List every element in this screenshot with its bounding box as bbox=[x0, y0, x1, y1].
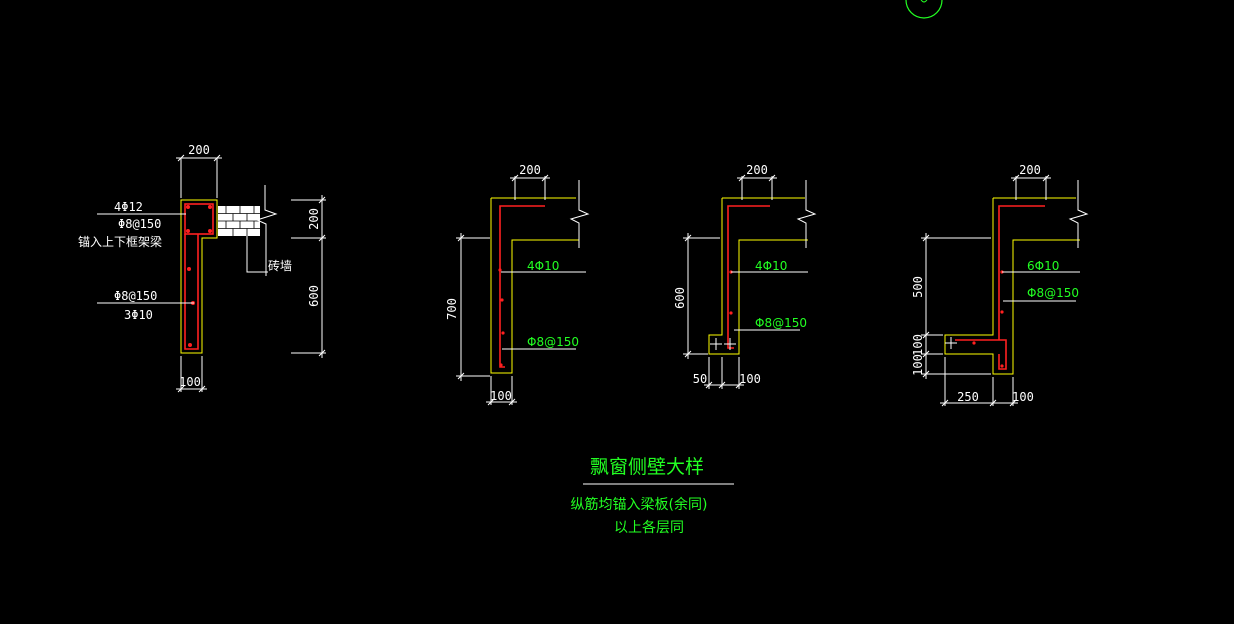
detail-1-wall-outline bbox=[180, 199, 218, 354]
detail-1-break-line bbox=[255, 185, 278, 276]
detail-1-bar bbox=[188, 343, 192, 347]
detail-2-dim-top-text: 200 bbox=[519, 163, 541, 177]
detail-4-dim-top-text: 200 bbox=[1019, 163, 1041, 177]
axis-bubble bbox=[905, 0, 943, 19]
detail-1-label-stirrup: Φ8@150 bbox=[118, 217, 161, 231]
detail-3-dim-top-text: 200 bbox=[746, 163, 768, 177]
detail-3-dim-top bbox=[737, 174, 777, 200]
detail-4-bar bbox=[1000, 310, 1004, 314]
detail-3-wall-outline bbox=[708, 197, 808, 355]
detail-1-tie bbox=[184, 234, 199, 350]
detail-1-brick-leader bbox=[246, 236, 268, 273]
detail-4-dim-bottom-left-text: 250 bbox=[957, 390, 979, 404]
detail-3-dim-left-text: 600 bbox=[673, 287, 687, 309]
detail-4-cross-bar bbox=[945, 337, 957, 349]
detail-4: 200 500 100 100 250 100 6Φ10 Φ8@150 bbox=[911, 163, 1089, 407]
detail-1-label-anchor-note: 锚入上下框架梁 bbox=[78, 234, 162, 249]
detail-3-bar bbox=[729, 311, 733, 315]
detail-1-dim-bottom-text: 100 bbox=[179, 375, 201, 389]
detail-3-dim-bottom bbox=[704, 357, 744, 389]
detail-4-dim-left-upper-text: 500 bbox=[911, 276, 925, 298]
detail-1-bar bbox=[186, 205, 190, 209]
detail-4-dim-left bbox=[921, 233, 991, 379]
detail-4-bar bbox=[972, 341, 976, 345]
detail-3-dim-bottom-right-text: 100 bbox=[739, 372, 761, 386]
detail-2: 200 700 100 4Φ10 Φ8@150 bbox=[445, 163, 590, 406]
detail-1-dim-right-lower-text: 600 bbox=[307, 285, 321, 307]
detail-1: 200 100 200 600 4Φ12 Φ8@150 锚入上下框架梁 Φ8@1… bbox=[78, 143, 326, 393]
detail-1-stirrup bbox=[184, 203, 214, 235]
detail-3: 200 600 50 100 4Φ10 Φ8@150 bbox=[673, 163, 817, 389]
detail-1-dim-right-upper-text: 200 bbox=[307, 208, 321, 230]
detail-1-bar bbox=[186, 229, 190, 233]
detail-2-dim-top bbox=[510, 174, 550, 200]
detail-2-break-line bbox=[569, 180, 590, 248]
detail-3-label-stirrup: Φ8@150 bbox=[755, 316, 807, 330]
note-line-1: 纵筋均锚入梁板(余同) bbox=[571, 496, 708, 513]
detail-2-bar bbox=[501, 331, 505, 335]
detail-1-label-main-bars: 4Φ12 bbox=[114, 200, 143, 214]
detail-4-break-line bbox=[1068, 180, 1089, 248]
detail-2-dim-bottom bbox=[486, 376, 517, 406]
detail-1-bar bbox=[208, 229, 212, 233]
detail-4-wall-outline bbox=[944, 197, 1080, 375]
detail-4-dim-bottom bbox=[940, 357, 1018, 407]
detail-1-dim-bottom bbox=[176, 356, 207, 393]
detail-3-dim-left bbox=[683, 233, 720, 359]
detail-4-dim-left-mid-text: 100 bbox=[911, 334, 925, 356]
detail-3-label-bars: 4Φ10 bbox=[755, 259, 787, 273]
detail-3-cross-bar bbox=[710, 338, 736, 350]
detail-2-wall-outline bbox=[490, 197, 579, 374]
detail-1-dim-top bbox=[176, 154, 222, 198]
detail-2-bar bbox=[499, 363, 503, 367]
detail-1-label-tie: Φ8@150 bbox=[114, 289, 157, 303]
title-block: 飘窗侧壁大样 纵筋均锚入梁板(余同) 以上各层同 bbox=[571, 456, 734, 536]
detail-4-rebar bbox=[955, 205, 1045, 370]
detail-2-rebar bbox=[499, 205, 545, 368]
detail-4-dim-left-lower-text: 100 bbox=[911, 354, 925, 376]
axis-bubble-mark bbox=[920, 0, 928, 3]
detail-1-bar bbox=[208, 205, 212, 209]
detail-2-dim-left-text: 700 bbox=[445, 298, 459, 320]
detail-1-bar bbox=[187, 267, 191, 271]
detail-4-label-bars: 6Φ10 bbox=[1027, 259, 1059, 273]
detail-3-break-line bbox=[796, 180, 817, 248]
note-line-2: 以上各层同 bbox=[614, 520, 684, 536]
detail-2-bar bbox=[500, 298, 504, 302]
detail-4-bar bbox=[1000, 364, 1004, 368]
detail-1-dim-right bbox=[291, 195, 326, 358]
detail-3-rebar bbox=[727, 205, 770, 349]
drawing-title: 飘窗侧壁大样 bbox=[590, 456, 704, 478]
detail-2-dim-left bbox=[456, 233, 490, 381]
detail-4-label-stirrup: Φ8@150 bbox=[1027, 286, 1079, 300]
detail-2-dim-bottom-text: 100 bbox=[490, 389, 512, 403]
detail-2-bar bbox=[498, 268, 502, 272]
detail-1-label-brick-wall: 砖墙 bbox=[268, 258, 292, 273]
detail-2-label-bars: 4Φ10 bbox=[527, 259, 559, 273]
detail-1-brick-wall bbox=[218, 206, 260, 236]
detail-4-dim-top bbox=[1011, 174, 1051, 200]
detail-1-label-bars: 3Φ10 bbox=[124, 308, 153, 322]
detail-4-dim-bottom-right-text: 100 bbox=[1012, 390, 1034, 404]
detail-2-label-stirrup: Φ8@150 bbox=[527, 335, 579, 349]
detail-3-dim-bottom-left-text: 50 bbox=[693, 372, 707, 386]
detail-1-dim-top-text: 200 bbox=[188, 143, 210, 157]
